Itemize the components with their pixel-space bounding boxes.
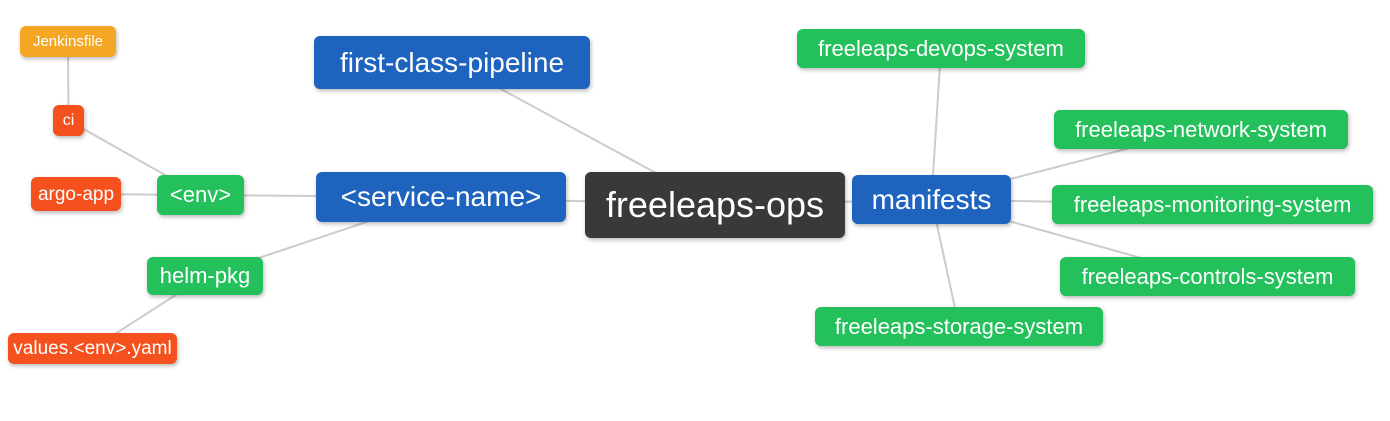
node-label: freeleaps-storage-system [834, 313, 1084, 339]
node-freeleaps-controls-system[interactable]: freeleaps-controls-system [1060, 257, 1355, 296]
node-ci[interactable]: ci [53, 105, 84, 136]
node-env[interactable]: <env> [157, 175, 244, 215]
node-helm-pkg[interactable]: helm-pkg [147, 257, 263, 295]
node-label: freeleaps-ops [605, 184, 825, 225]
node-argo-app[interactable]: argo-app [31, 177, 121, 211]
node-label: Jenkinsfile [32, 33, 104, 50]
node-label: helm-pkg [159, 263, 251, 288]
node-label: ci [62, 111, 75, 129]
node-label: first-class-pipeline [339, 46, 565, 78]
edge-manifests-freeleaps-devops-system [930, 48, 942, 200]
node-label: argo-app [37, 183, 115, 205]
node-manifests[interactable]: manifests [852, 175, 1011, 224]
node-label: <service-name> [340, 181, 542, 212]
node-label: freeleaps-monitoring-system [1073, 191, 1352, 217]
node-freeleaps-devops-system[interactable]: freeleaps-devops-system [797, 29, 1085, 68]
node-service-name[interactable]: <service-name> [316, 172, 566, 222]
node-label: manifests [871, 183, 992, 215]
node-label: freeleaps-controls-system [1081, 263, 1334, 289]
node-label: freeleaps-devops-system [818, 35, 1064, 61]
node-first-class-pipeline[interactable]: first-class-pipeline [314, 36, 590, 89]
node-freeleaps-network-system[interactable]: freeleaps-network-system [1054, 110, 1348, 149]
node-freeleaps-monitoring-system[interactable]: freeleaps-monitoring-system [1052, 185, 1373, 224]
node-values-env-yaml[interactable]: values.<env>.yaml [8, 333, 177, 364]
node-label: values.<env>.yaml [13, 338, 172, 359]
node-freeleaps-storage-system[interactable]: freeleaps-storage-system [815, 307, 1103, 346]
node-jenkinsfile[interactable]: Jenkinsfile [20, 26, 116, 57]
node-label: freeleaps-network-system [1075, 116, 1327, 142]
node-freeleaps-ops[interactable]: freeleaps-ops [585, 172, 845, 238]
node-label: <env> [169, 182, 232, 207]
